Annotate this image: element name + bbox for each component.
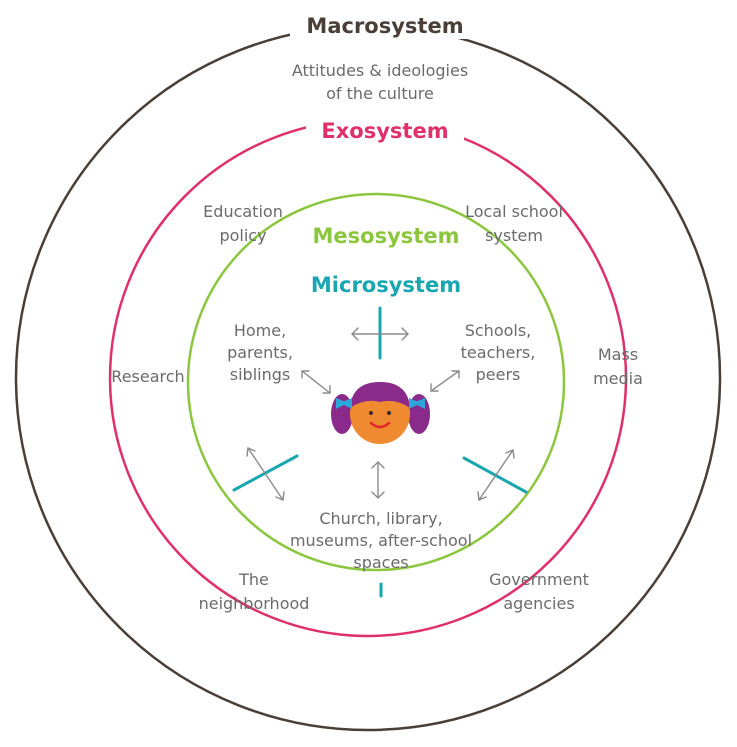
micro-item-home: Home, parents, siblings [210, 320, 310, 386]
exo-item-education-policy: Education policy [183, 200, 303, 248]
child-face-icon [331, 382, 430, 444]
macrosystem-label: Macrosystem [290, 13, 480, 39]
exo-item-government-agencies: Government agencies [474, 568, 604, 616]
arrow-icon [372, 462, 384, 498]
divider-right [464, 458, 526, 492]
exo-item-neighborhood: The neighborhood [184, 568, 324, 616]
exosystem-label: Exosystem [306, 118, 464, 144]
micro-item-church: Church, library, museums, after-school s… [272, 508, 490, 574]
microsystem-label: Microsystem [300, 272, 472, 298]
exo-item-local-school-system: Local school system [444, 200, 584, 248]
arrow-icon [247, 448, 284, 500]
arrow-icon [478, 450, 514, 500]
exo-item-research: Research [98, 367, 198, 387]
micro-item-schools: Schools, teachers, peers [444, 320, 552, 386]
macrosystem-description: Attitudes & ideologies of the culture [250, 59, 510, 105]
exo-item-mass-media: Mass media [578, 343, 658, 391]
